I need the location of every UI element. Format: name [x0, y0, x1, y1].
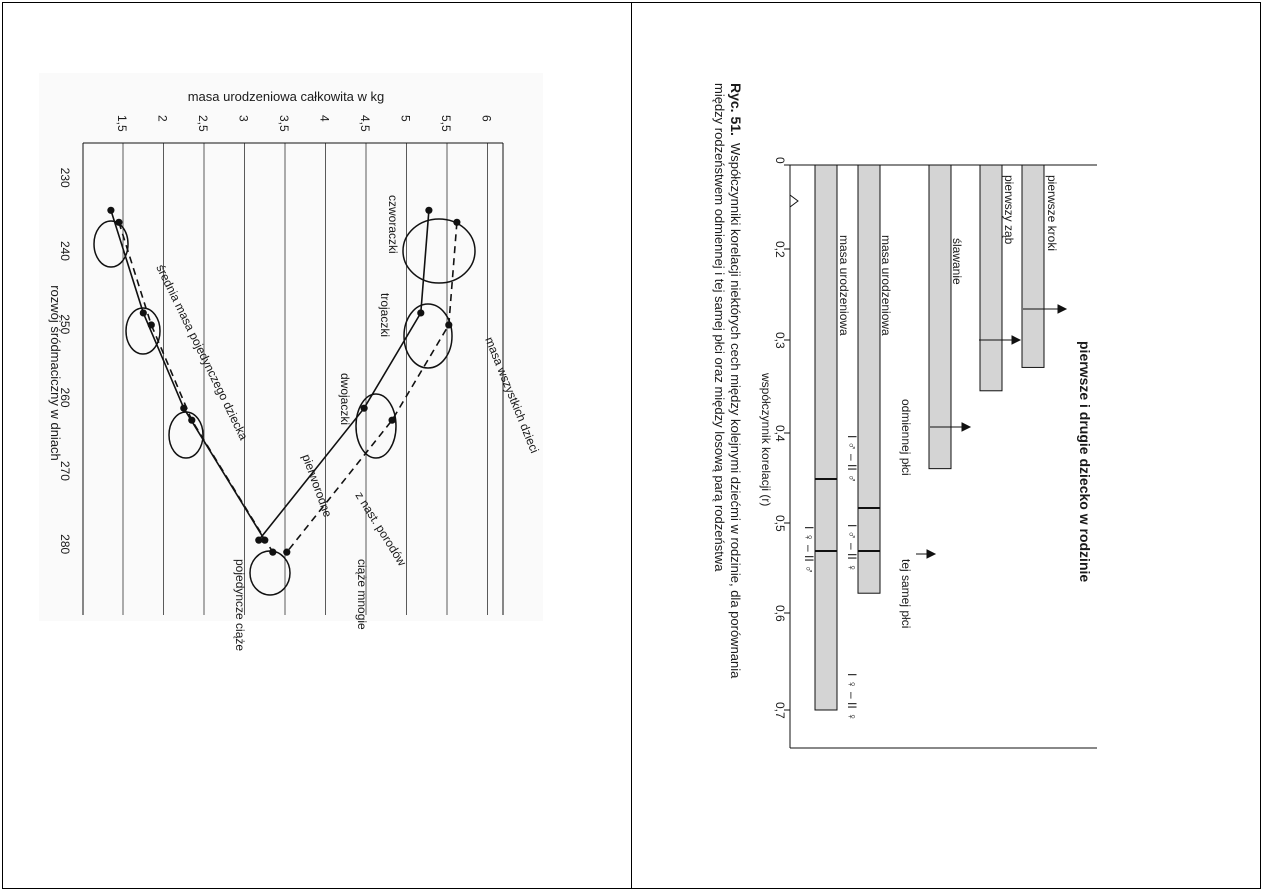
bar-label-birth-mass-a: masa urodzeniowa	[879, 235, 893, 336]
x-tick-label: 0,7	[773, 702, 787, 719]
data-point	[139, 309, 147, 317]
series-line-first-born	[258, 210, 430, 541]
chart-background	[39, 73, 543, 621]
label-twins: dwojaczki	[338, 373, 352, 425]
y-tick-label: 5,5	[439, 115, 453, 132]
series	[107, 206, 461, 556]
y-tick-label: 2	[156, 115, 170, 122]
label-single-pregnancies: pojedyncze ciąże	[233, 559, 247, 651]
bar	[928, 164, 952, 470]
y-tick-label: 5	[399, 115, 413, 122]
ellipse-quad-single	[93, 220, 129, 268]
series-line-first-born	[110, 210, 266, 541]
bar-label-first-tooth: pierwszy ząb	[1002, 175, 1016, 245]
x-tick-label: 0,5	[773, 515, 787, 532]
x-tick-label: 230	[58, 168, 72, 188]
data-point	[388, 416, 396, 424]
series-line-later-births	[118, 222, 274, 553]
bar	[857, 164, 881, 594]
x-tick-label: 0	[773, 157, 787, 164]
annotation-pair-ff: I ♀ – II ♀	[845, 673, 859, 721]
x-tick-label: 0,3	[773, 332, 787, 349]
x-axis-title: rozwój śródmaciczny w dniach	[48, 285, 63, 461]
ellipse-quads-total	[402, 218, 476, 284]
axis-break-icon	[789, 194, 799, 208]
data-point	[255, 536, 263, 544]
y-tick-label: 6	[480, 115, 494, 122]
data-point	[107, 206, 115, 214]
bars	[814, 164, 1045, 711]
y-tick-label: 1,5	[115, 115, 129, 132]
annotation-pair-fm: I ♀ – II ♂	[802, 526, 816, 574]
label-quadruplets: czworaczki	[386, 195, 400, 254]
x-tick-label: 240	[58, 241, 72, 261]
x-tick-labels: 230 240 250 260 270 280	[58, 168, 72, 555]
x-tick-label: 0,4	[773, 425, 787, 442]
y-tick-labels: 1,5 2 2,5 3 3,5 4 4,5 5 5,5 6	[115, 115, 494, 132]
ellipse-singleton	[249, 550, 291, 596]
label-multiple-pregnancies: ciąże mnogie	[355, 559, 369, 630]
data-point	[417, 309, 425, 317]
x-tick-label: 280	[58, 534, 72, 554]
grid	[122, 143, 488, 615]
annotation-same-sex: tej samej płci	[899, 559, 913, 628]
y-tick-label: 3,5	[277, 115, 291, 132]
ellipse-twin-single	[168, 411, 204, 459]
data-point	[283, 548, 291, 556]
bar	[814, 164, 838, 711]
y-tick-label: 2,5	[196, 115, 210, 132]
data-point	[360, 404, 368, 412]
x-tick-label: 260	[58, 388, 72, 408]
y-tick-label: 4,5	[358, 115, 372, 132]
chart-title: pierwsze i drugie dziecko w rodzinie	[1077, 341, 1093, 582]
bar-label-first-steps: pierwsze kroki	[1045, 175, 1059, 251]
ellipse-twins-total	[355, 393, 397, 459]
x-tick-label: 270	[58, 461, 72, 481]
y-tick-label: 4	[318, 115, 332, 122]
caption-line-1: Współczynniki korelacji niektórych cech …	[728, 143, 743, 679]
y-tick-label: 3	[237, 115, 251, 122]
right-panel: 0 0,2 0,3 0,4 0,5 0,6 0,7 pierwsze i drugie dz…	[631, 2, 1261, 889]
bar	[1021, 164, 1045, 368]
series-line-later-births	[286, 222, 458, 553]
bar	[979, 164, 1003, 392]
bar-label-swimming: ślawanie	[950, 238, 964, 285]
annotation-opposite-sex: odmiennej płci	[899, 399, 913, 476]
x-tick-label: 0,6	[773, 605, 787, 622]
data-point	[147, 321, 155, 329]
data-point	[425, 206, 433, 214]
ellipse-triplet-single	[125, 307, 161, 355]
bar-label-birth-mass-b: masa urodzeniowa	[837, 235, 851, 336]
caption-label: Ryc. 51.	[728, 83, 744, 136]
arrows	[916, 304, 1068, 559]
ellipse-triplets-total	[403, 303, 453, 369]
x-axis-title: współczynnik korelacji (r)	[759, 372, 773, 506]
correlation-chart: 0 0,2 0,3 0,4 0,5 0,6 0,7 pierwsze i drugie dz…	[712, 83, 1097, 749]
label-triplets: trojaczki	[378, 293, 392, 337]
y-axis-title: masa urodzeniowa całkowita w kg	[188, 89, 385, 104]
annotation-pair-mf: I ♂ – II ♀	[845, 524, 859, 572]
x-tick-label: 0,2	[773, 241, 787, 258]
x-tick-labels: 0 0,2 0,3 0,4 0,5 0,6 0,7	[773, 157, 790, 719]
data-point	[188, 416, 196, 424]
x-tick-label: 250	[58, 314, 72, 334]
annotation-pair-mm: I ♂ – II ♂	[845, 435, 859, 483]
caption-line-2: między rodzeństwem odmiennej i tej samej…	[712, 83, 727, 572]
